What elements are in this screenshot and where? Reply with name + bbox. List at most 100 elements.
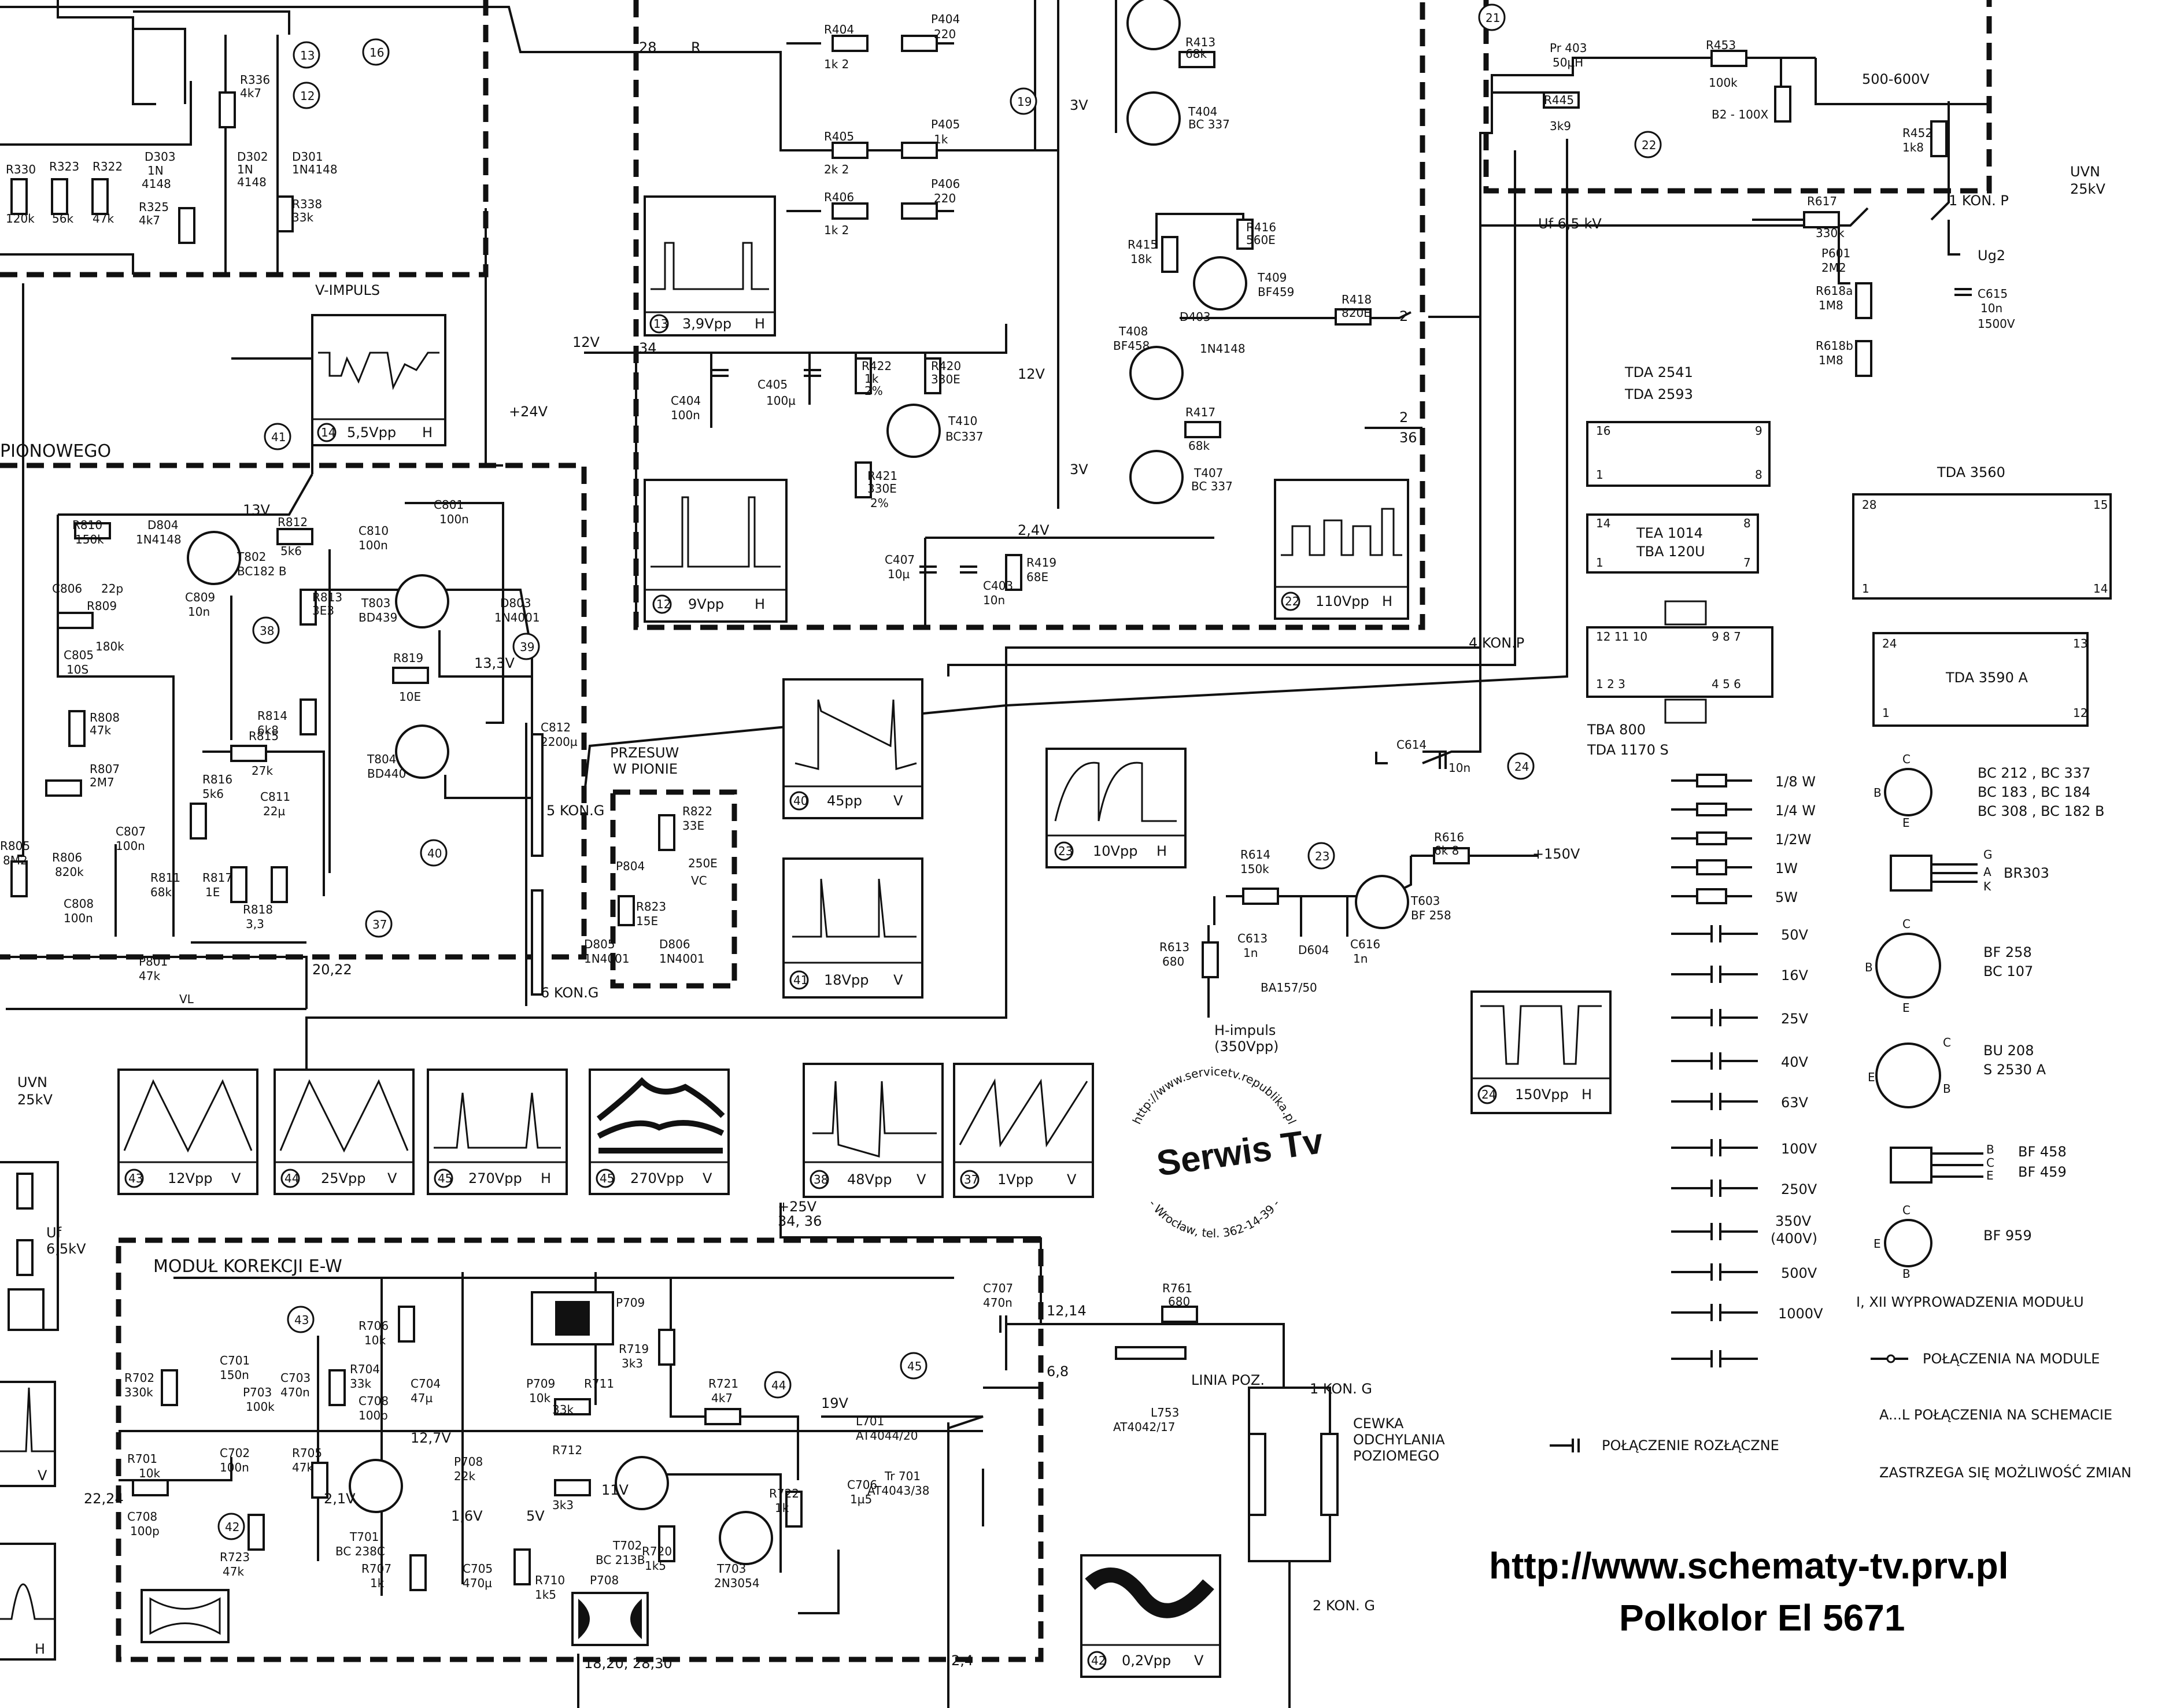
resistor-r323 [51, 178, 68, 215]
scope-unit-42: V [1194, 1652, 1204, 1669]
legend-power-1: 1/4 W [1775, 803, 1816, 819]
tr-legend-4a: BF 458 [2018, 1144, 2067, 1160]
section-vertical: PIONOWEGO [0, 441, 111, 461]
label-25kv-left: 25kV [17, 1092, 53, 1108]
svg-text:C: C [1902, 917, 1911, 931]
svg-text:15: 15 [2093, 498, 2108, 512]
resistor-r712 [554, 1479, 591, 1496]
svg-text:12: 12 [300, 89, 315, 103]
resistor-r810 [74, 522, 111, 539]
coil-linia [1115, 1346, 1187, 1360]
legend-power-0: 1/8 W [1775, 774, 1816, 790]
svg-text:P601: P601 [1821, 246, 1850, 260]
legend-voltage-7a: 350V [1775, 1213, 1812, 1229]
svg-text:6k8: 6k8 [257, 723, 279, 737]
svg-text:13: 13 [300, 49, 315, 62]
left-edge-hv [0, 1161, 59, 1331]
legend-power: 1/8 W 1/4 W 1/2W 1W 5W [1671, 774, 1816, 905]
svg-text:18,20, 28,30: 18,20, 28,30 [584, 1655, 672, 1672]
svg-text:C613: C613 [1237, 931, 1268, 945]
svg-text:470n: 470n [280, 1385, 310, 1399]
tr-legend-0a: BC 212 , BC 337 [1978, 765, 2090, 781]
svg-text:13V: 13V [243, 502, 271, 518]
scope-label-41: 18Vpp [824, 972, 869, 988]
svg-text:100n: 100n [359, 538, 388, 552]
svg-text:3k9: 3k9 [1550, 119, 1571, 133]
resistor-r325 [178, 207, 195, 244]
svg-text:R617: R617 [1807, 194, 1837, 208]
svg-text:22p: 22p [101, 582, 123, 596]
svg-text:R613: R613 [1159, 940, 1189, 954]
ic-tba800-line1: TBA 800 [1587, 722, 1646, 738]
svg-text:1k5: 1k5 [645, 1559, 666, 1573]
scope-label-44: 25Vpp [321, 1170, 365, 1186]
label-2kong: 2 KON. G [1313, 1598, 1375, 1614]
node-markers: 13 12 16 19 21 22 41 38 39 40 37 24 23 4… [217, 3, 1662, 1540]
svg-text:10k: 10k [139, 1466, 160, 1480]
svg-text:C805: C805 [64, 648, 94, 662]
label-1kong: 1 KON. G [1310, 1381, 1372, 1397]
svg-text:R813: R813 [312, 590, 342, 604]
svg-text:R816: R816 [202, 772, 232, 786]
resistor-r415 [1161, 236, 1178, 273]
scope-unit-44: V [387, 1170, 397, 1186]
svg-text:120k: 120k [6, 212, 35, 225]
svg-text:38: 38 [814, 1173, 828, 1186]
resistor-r808 [68, 710, 86, 747]
svg-text:100n: 100n [220, 1461, 249, 1474]
resistor-r706 [398, 1306, 415, 1343]
svg-text:D302: D302 [237, 150, 268, 164]
scope-unit-41: V [893, 972, 903, 988]
svg-text:1k 2: 1k 2 [824, 223, 849, 237]
svg-text:16: 16 [1596, 424, 1610, 438]
svg-text:220: 220 [934, 27, 956, 41]
svg-text:R721: R721 [708, 1377, 738, 1391]
svg-text:R421: R421 [867, 469, 897, 483]
svg-text:41: 41 [271, 430, 286, 444]
resistor-r722 [785, 1491, 803, 1528]
svg-text:12,14: 12,14 [1047, 1303, 1087, 1319]
svg-text:T703: T703 [716, 1562, 746, 1576]
note-polacz-schem: A...L POŁĄCZENIA NA SCHEMACIE [1879, 1407, 2112, 1423]
section-shift-1: PRZESUW [610, 745, 679, 761]
svg-text:C615: C615 [1978, 287, 2008, 301]
svg-text:C811: C811 [260, 790, 290, 804]
svg-text:C808: C808 [64, 897, 94, 911]
scope-unit-40: V [893, 793, 903, 809]
ic-tda2541 [1586, 421, 1771, 487]
resistor-r819 [392, 667, 429, 684]
svg-text:6k 8: 6k 8 [1434, 844, 1459, 857]
svg-text:5k6: 5k6 [202, 787, 224, 801]
svg-text:T804: T804 [367, 752, 396, 766]
svg-text:10n: 10n [1980, 301, 2002, 315]
svg-text:C807: C807 [116, 825, 146, 838]
coil-h1 [1248, 1433, 1266, 1516]
legend-voltage-0: 50V [1781, 927, 1809, 943]
capacitor-c614 [1439, 752, 1447, 769]
svg-text:1: 1 [1596, 556, 1603, 570]
svg-text:R336: R336 [240, 73, 270, 87]
capacitor-c404 [711, 369, 729, 377]
svg-text:14: 14 [2093, 582, 2108, 596]
svg-text:P404: P404 [931, 12, 960, 26]
svg-text:100k: 100k [246, 1400, 275, 1414]
svg-text:C616: C616 [1350, 937, 1380, 951]
svg-text:4k7: 4k7 [240, 86, 261, 100]
svg-text:R338: R338 [292, 197, 322, 211]
scope-label-45v: 270Vpp [630, 1170, 684, 1186]
svg-text:19: 19 [1017, 95, 1032, 109]
svg-text:B: B [1986, 1143, 1994, 1156]
svg-text:10n: 10n [188, 605, 210, 619]
scope-unit-24: H [1581, 1086, 1592, 1103]
resistor-r338 [276, 195, 294, 232]
svg-text:10S: 10S [66, 663, 88, 676]
svg-text:12 11 10: 12 11 10 [1596, 630, 1647, 644]
scope-box-14 [311, 314, 446, 446]
svg-text:13: 13 [653, 317, 668, 331]
svg-text:R806: R806 [52, 851, 82, 864]
section-hcoil-3: POZIOMEGO [1353, 1448, 1439, 1464]
svg-text:2200µ: 2200µ [541, 735, 578, 749]
coil-l-v1 [531, 733, 544, 857]
legend-voltage: 50V 16V 25V 40V 63V 100V 250V 350V (400V… [1671, 925, 1823, 1367]
